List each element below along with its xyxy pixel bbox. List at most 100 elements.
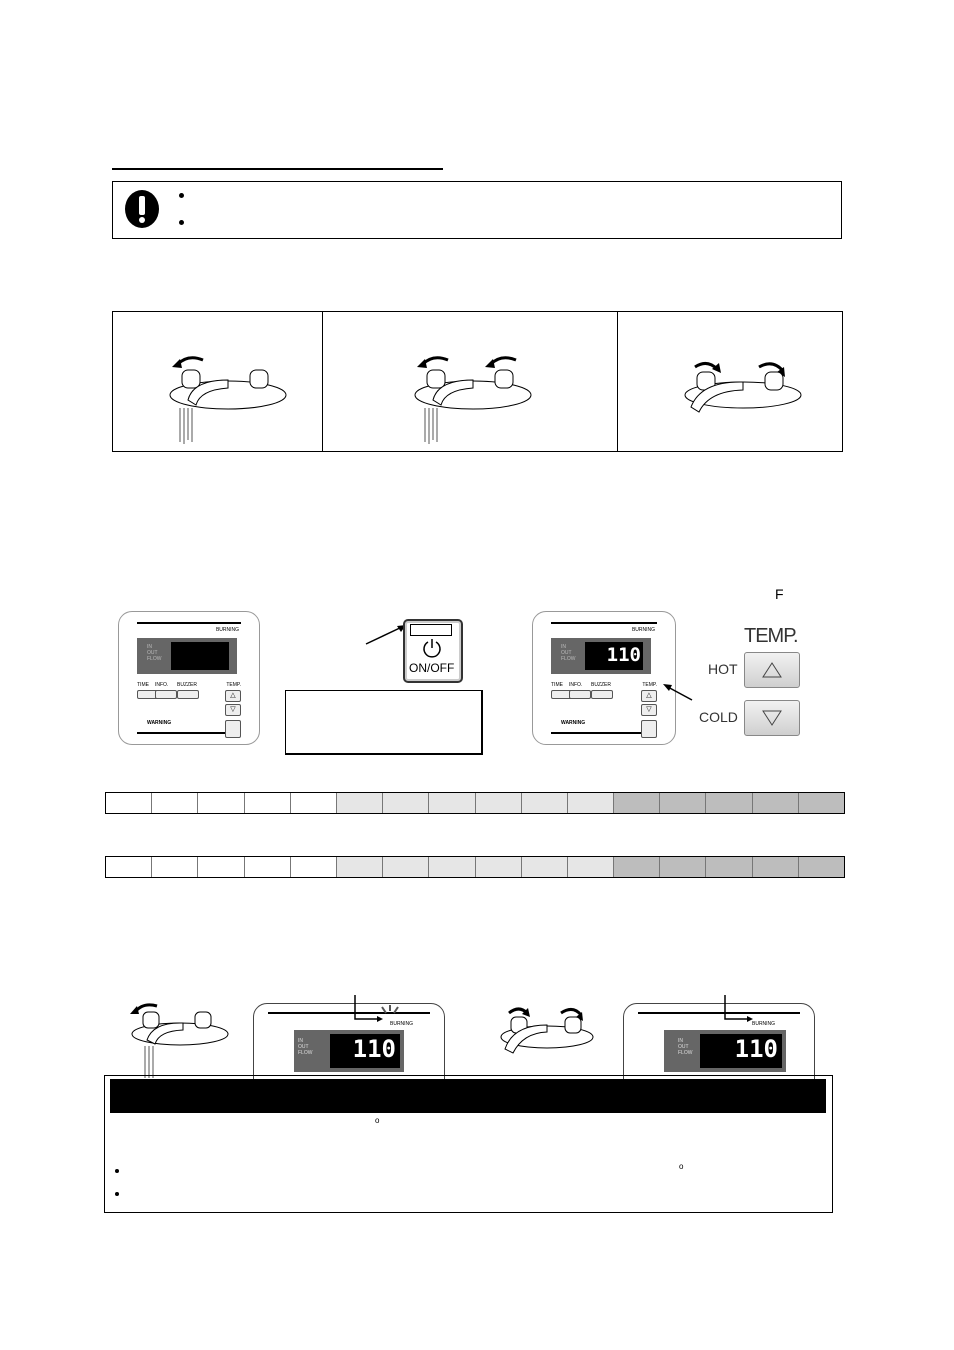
scale-cell (614, 793, 661, 813)
remote-controller-on: BURNING IN OUT FLOW 110 TIME INFO. BUZZE… (532, 611, 676, 745)
time-label: TIME (137, 682, 149, 688)
scale-cell (198, 793, 245, 813)
temperature-display: 110 (585, 642, 643, 670)
in-label: IN (678, 1038, 683, 1044)
scale-cell (798, 793, 844, 813)
faucet-hot-open-icon (169, 356, 287, 444)
scale-cell (660, 857, 707, 877)
hot-button[interactable]: △ (641, 690, 657, 702)
lcd-frame: IN OUT FLOW 110 (294, 1030, 404, 1072)
temperature-scale-2 (105, 856, 845, 878)
in-label: IN (561, 644, 566, 650)
onoff-button[interactable]: ON/OFF (403, 619, 463, 683)
scale-cell (152, 857, 199, 877)
buzzer-button[interactable] (591, 690, 613, 699)
caution-box (112, 181, 842, 239)
onoff-button-small[interactable] (641, 720, 657, 738)
time-label: TIME (551, 682, 563, 688)
info-button[interactable] (155, 690, 177, 699)
lcd-frame: IN OUT FLOW 110 (551, 638, 651, 674)
scale-cell (475, 793, 522, 813)
faucet-cell-both (323, 312, 618, 451)
info-button[interactable] (569, 690, 591, 699)
scale-cell (106, 857, 153, 877)
scale-cell (336, 857, 384, 877)
bullet (179, 220, 184, 225)
onoff-button-small[interactable] (225, 720, 241, 738)
onoff-indicator-light (410, 624, 452, 636)
flow-label: FLOW (298, 1050, 313, 1056)
section-heading-underline (112, 168, 443, 170)
temp-cold-button[interactable] (744, 700, 800, 736)
triangle-up-icon (762, 662, 782, 678)
scale-cell (706, 857, 753, 877)
scale-cell (244, 857, 291, 877)
scale-cell (660, 793, 707, 813)
degree-symbol: o (375, 1116, 380, 1125)
lcd-frame: IN OUT FLOW (137, 638, 237, 674)
scale-cell (521, 857, 568, 877)
note-box (285, 690, 483, 755)
info-label: INFO. (569, 682, 583, 688)
lcd-frame: IN OUT FLOW 110 (664, 1030, 786, 1072)
faucet-hot-open-icon (130, 1003, 229, 1078)
info-label: INFO. (155, 682, 169, 688)
notice-box: o o (104, 1075, 833, 1213)
faucet-cell-close (618, 312, 842, 451)
out-label: OUT (298, 1044, 309, 1050)
cold-button[interactable]: ▽ (225, 704, 241, 716)
scale-cell (706, 793, 753, 813)
bullet (115, 1192, 119, 1196)
scale-cell (336, 793, 384, 813)
unit-label: F (775, 586, 784, 602)
scale-cell (798, 857, 844, 877)
hot-label: HOT (708, 661, 738, 677)
scale-cell (567, 793, 615, 813)
temperature-display: 110 (330, 1034, 400, 1068)
onoff-label: ON/OFF (409, 661, 455, 675)
temp-label: TEMP. (642, 682, 657, 688)
faucet-cell-hot (113, 312, 323, 451)
burning-indicator-off: BURNING (752, 1021, 776, 1027)
buzzer-label: BUZZER (591, 682, 611, 688)
bullet (179, 193, 184, 198)
scale-cell (106, 793, 153, 813)
scale-cell (429, 857, 476, 877)
scale-cell (752, 793, 799, 813)
scale-cell (383, 793, 430, 813)
temperature-scale-1 (105, 792, 845, 814)
out-label: OUT (678, 1044, 689, 1050)
remote-controller-off: BURNING IN OUT FLOW TIME INFO. BUZZER TE… (118, 611, 260, 745)
lcd-screen (171, 642, 229, 670)
cold-button[interactable]: ▽ (641, 704, 657, 716)
exclamation-icon (125, 190, 159, 228)
scale-cell (614, 857, 661, 877)
bullet (115, 1169, 119, 1173)
power-icon (423, 639, 441, 658)
scale-cell (383, 857, 430, 877)
faucet-both-open-icon (414, 356, 532, 444)
faucet-operation-table (112, 311, 843, 452)
burning-indicator: BURNING (631, 627, 655, 633)
scale-cell (290, 857, 337, 877)
degree-symbol: o (679, 1162, 684, 1171)
temp-hot-button[interactable] (744, 652, 800, 688)
arrow-to-temp-buttons (663, 684, 693, 701)
cold-label: COLD (699, 709, 738, 725)
faucet-both-close-icon (500, 1007, 594, 1054)
flow-label: FLOW (678, 1050, 693, 1056)
faucet-both-close-icon (684, 362, 802, 413)
buzzer-button[interactable] (177, 690, 199, 699)
scale-cell (429, 793, 476, 813)
in-label: IN (298, 1038, 303, 1044)
scale-cell (567, 857, 615, 877)
notice-header-bar (110, 1079, 826, 1113)
scale-cell (521, 793, 568, 813)
temperature-display: 110 (700, 1034, 782, 1068)
scale-cell (475, 857, 522, 877)
temp-title: TEMP. (744, 625, 799, 647)
out-label: OUT (147, 650, 158, 656)
hot-button[interactable]: △ (225, 690, 241, 702)
scale-cell (152, 793, 199, 813)
